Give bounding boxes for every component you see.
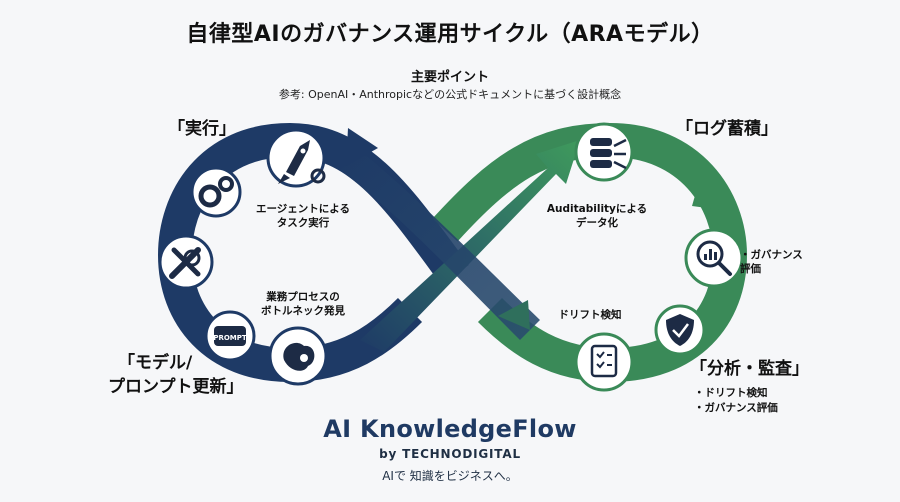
shield-check-icon [654,304,706,356]
stage-update-label-line2: プロンプト更新」 [108,377,244,397]
stage-log-label: 「ログ蓄積」 [676,119,778,139]
checklist-icon [574,332,634,392]
magnifier-chart-icon [684,228,744,288]
rocket-icon [266,128,326,188]
governance-side-note: ・ガバナンス 評価 [740,249,803,275]
tools-icon [158,234,214,290]
brand-tagline: AIで 知識をビジネスへ。 [382,469,518,483]
brain-gear-icon [268,326,328,386]
arrow-bottom-right [498,300,530,330]
key-points-heading: 主要ポイント [410,70,489,85]
stage-execute-label: 「実行」 [168,119,236,139]
prompt-badge-icon: PROMPT [204,310,256,362]
prompt-badge-text: PROMPT [213,334,247,342]
execute-description: エージェントによる タスク実行 [256,203,350,229]
stage-analyze-label: 「分析・監査」 [690,359,809,379]
cross-band-down [340,152,540,340]
update-description: 業務プロセスの ボトルネック発見 [261,291,345,317]
center-drift-note: ドリフト検知 [558,309,622,321]
log-description: Auditabilityによる データ化 [546,203,648,229]
analyze-bullet-2: ・ガバナンス評価 [694,402,778,414]
arrow-top-left [346,128,378,166]
brand-by: by TECHNODIGITAL [379,447,521,461]
stage-update-label-line1: 「モデル/ [118,353,193,373]
brand-name: AI KnowledgeFlow [323,415,577,443]
page-title: 自律型AIのガバナンス運用サイクル（ARAモデル） [186,22,714,47]
database-icon [574,122,634,182]
arrow-right-top [692,178,722,210]
cross-arrow-up [360,140,580,352]
key-points-subheading: 参考: OpenAI・Anthropicなどの公式ドキュメントに基づく設計概念 [278,88,622,101]
gear-icon [190,166,326,218]
analyze-bullet-1: ・ドリフト検知 [694,387,768,399]
